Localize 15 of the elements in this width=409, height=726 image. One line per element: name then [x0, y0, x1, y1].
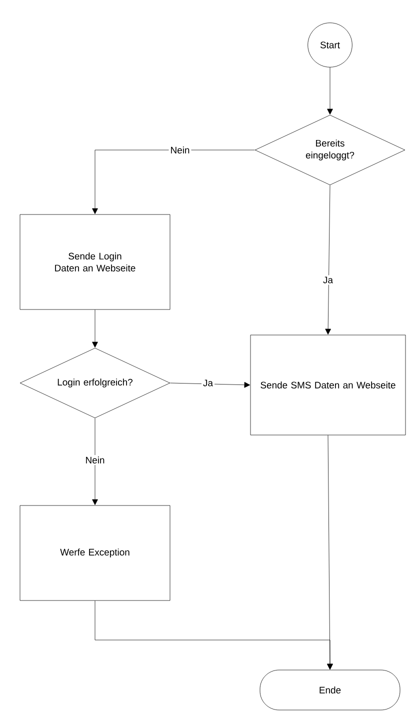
arrow	[325, 185, 331, 335]
arrow	[170, 382, 250, 388]
arrow	[327, 67, 333, 115]
edge-label: Nein	[84, 455, 106, 465]
arrow	[94, 600, 333, 670]
arrow	[92, 418, 98, 506]
process-box: Werfe Exception	[20, 505, 170, 601]
edge-label: Nein	[168, 145, 192, 155]
arrow	[92, 310, 98, 348]
edge-label: Ja	[202, 378, 214, 388]
process-box: Sende SMS Daten an Webseite	[250, 334, 406, 436]
end-terminal: Ende	[260, 670, 400, 710]
edge-label: Ja	[322, 275, 334, 285]
arrow	[92, 150, 255, 214]
process-box: Sende Login Daten an Webseite	[20, 214, 170, 310]
